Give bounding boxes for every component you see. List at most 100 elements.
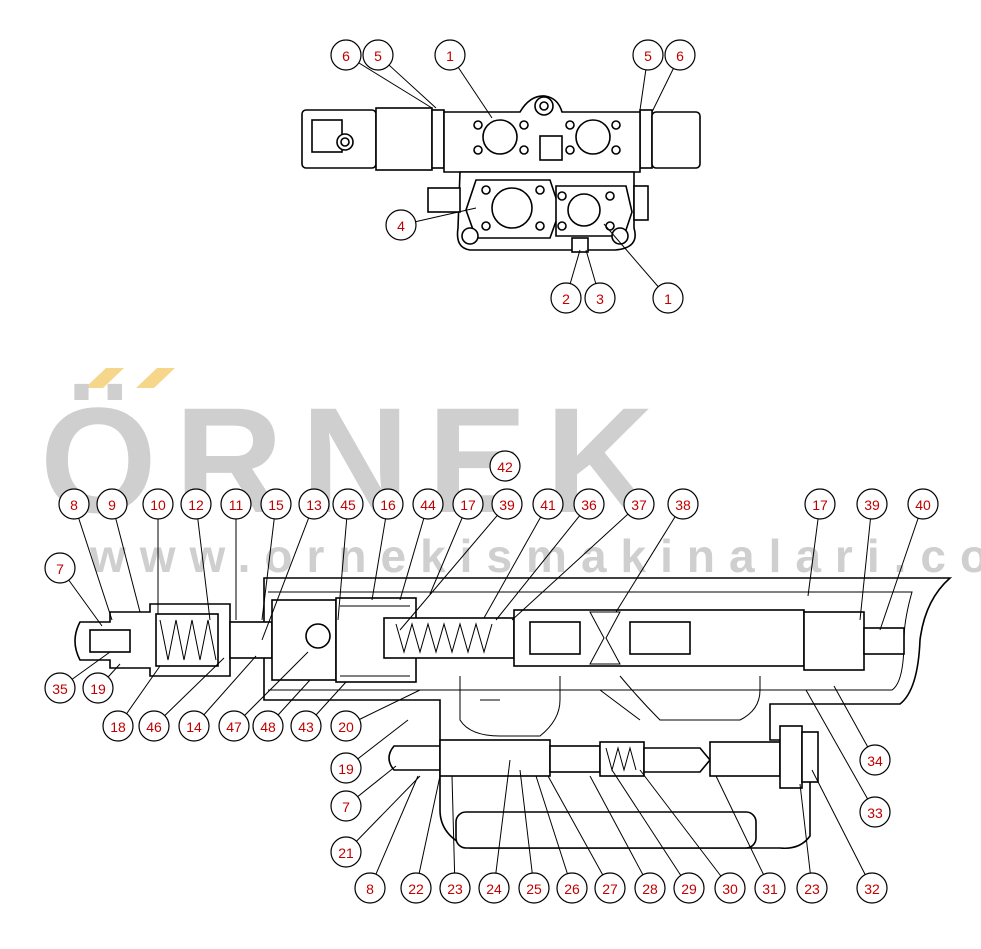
callout-circle	[434, 39, 466, 71]
callout-number: 47	[226, 719, 242, 735]
callout-number: 38	[675, 497, 691, 513]
callout-number: 4	[397, 218, 405, 234]
section-view-leader-34	[345, 775, 421, 853]
callout-circle	[532, 488, 564, 520]
section-view-callout-28: 28	[634, 872, 666, 904]
section-view-leader-44	[639, 769, 731, 889]
callout-number: 32	[864, 881, 880, 897]
section-view-callout-47: 47	[218, 710, 250, 742]
callout-circle	[178, 710, 210, 742]
section-view-callout-30: 30	[714, 872, 746, 904]
top-view-leader-0	[345, 54, 433, 109]
section-view-callout-23: 23	[796, 872, 828, 904]
callout-circle	[859, 744, 891, 776]
callout-number: 25	[526, 881, 542, 897]
callout-number: 33	[867, 805, 883, 821]
callout-number: 5	[374, 48, 382, 64]
callout-number: 20	[338, 719, 354, 735]
callout-number: 31	[762, 881, 778, 897]
section-view-callout-19: 19	[330, 752, 362, 784]
section-view-callout-43: 43	[290, 710, 322, 742]
section-view-callout-41: 41	[532, 488, 564, 520]
callout-circle	[714, 872, 746, 904]
section-view-callout-10: 10	[142, 488, 174, 520]
callout-number: 8	[70, 497, 78, 513]
section-view-leader-9	[371, 503, 389, 601]
section-view-callout-38: 38	[667, 488, 699, 520]
callout-circle	[859, 796, 891, 828]
callout-circle	[332, 488, 364, 520]
section-view-callout-17: 17	[452, 488, 484, 520]
callout-circle	[652, 282, 684, 314]
section-view-callout-17: 17	[804, 488, 836, 520]
callout-number: 39	[499, 497, 515, 513]
section-view-leader-42	[589, 775, 651, 889]
callout-circle	[58, 488, 90, 520]
top-view-callout-6: 6	[330, 39, 362, 71]
callout-number: 44	[420, 497, 436, 513]
callout-circle	[754, 872, 786, 904]
section-view-callout-12: 12	[180, 488, 212, 520]
callout-circle	[82, 672, 114, 704]
section-view-leader-12	[399, 503, 508, 631]
section-view-leader-37	[451, 775, 456, 889]
callout-circle	[491, 488, 523, 520]
callout-circle	[142, 488, 174, 520]
callout-number: 19	[90, 681, 106, 697]
section-view-callout-37: 37	[623, 488, 655, 520]
top-view-callout-1: 1	[652, 282, 684, 314]
callout-circle	[385, 209, 417, 241]
callout-number: 3	[596, 291, 604, 307]
top-view-callout-2: 2	[550, 282, 582, 314]
callout-circle	[573, 488, 605, 520]
section-view-callout-42: 42	[489, 450, 521, 482]
callout-number: 37	[631, 497, 647, 513]
watermark-website-text: www.ornekismakinalari.com.tr	[89, 530, 981, 582]
section-view-callout-34: 34	[859, 744, 891, 776]
callout-number: 16	[380, 497, 396, 513]
section-view-callout-33: 33	[859, 796, 891, 828]
callout-circle	[400, 872, 432, 904]
section-view-leader-2	[111, 503, 141, 613]
callout-circle	[664, 39, 696, 71]
callout-number: 13	[306, 497, 322, 513]
callout-circle	[330, 752, 362, 784]
callout-circle	[330, 790, 362, 822]
top-view-callout-1: 1	[434, 39, 466, 71]
callout-circle	[354, 872, 386, 904]
callout-circle	[489, 450, 521, 482]
section-view-leader-18	[859, 503, 873, 621]
callout-number: 27	[602, 881, 618, 897]
callout-number: 1	[446, 48, 454, 64]
callout-number: 9	[108, 497, 116, 513]
callout-number: 24	[486, 881, 502, 897]
section-view-callout-8: 8	[354, 872, 386, 904]
callout-number: 34	[867, 753, 883, 769]
section-view-leader-1	[73, 503, 113, 621]
callout-number: 36	[581, 497, 597, 513]
section-view-callout-20: 20	[330, 710, 362, 742]
section-view-callout-18: 18	[102, 710, 134, 742]
section-view-leader-35	[369, 775, 419, 889]
callout-number: 46	[146, 719, 162, 735]
callout-circle	[623, 488, 655, 520]
section-view-leader-4	[195, 503, 211, 621]
section-view-leader-15	[511, 503, 640, 621]
callout-number: 15	[268, 497, 284, 513]
callout-number: 8	[366, 881, 374, 897]
callout-number: 41	[540, 497, 556, 513]
valve-top-view	[301, 95, 701, 253]
callout-circle	[632, 39, 664, 71]
callout-circle	[452, 488, 484, 520]
callout-circle	[180, 488, 212, 520]
callout-number: 39	[864, 497, 880, 513]
callout-number: 6	[342, 48, 350, 64]
callout-number: 14	[186, 719, 202, 735]
section-view-callout-23: 23	[439, 872, 471, 904]
callout-number: 35	[52, 681, 68, 697]
section-view-leader-31	[805, 689, 876, 813]
section-view-callout-19: 19	[82, 672, 114, 704]
section-view-callout-16: 16	[372, 488, 404, 520]
section-view-leader-47	[811, 769, 873, 889]
callout-circle	[290, 710, 322, 742]
